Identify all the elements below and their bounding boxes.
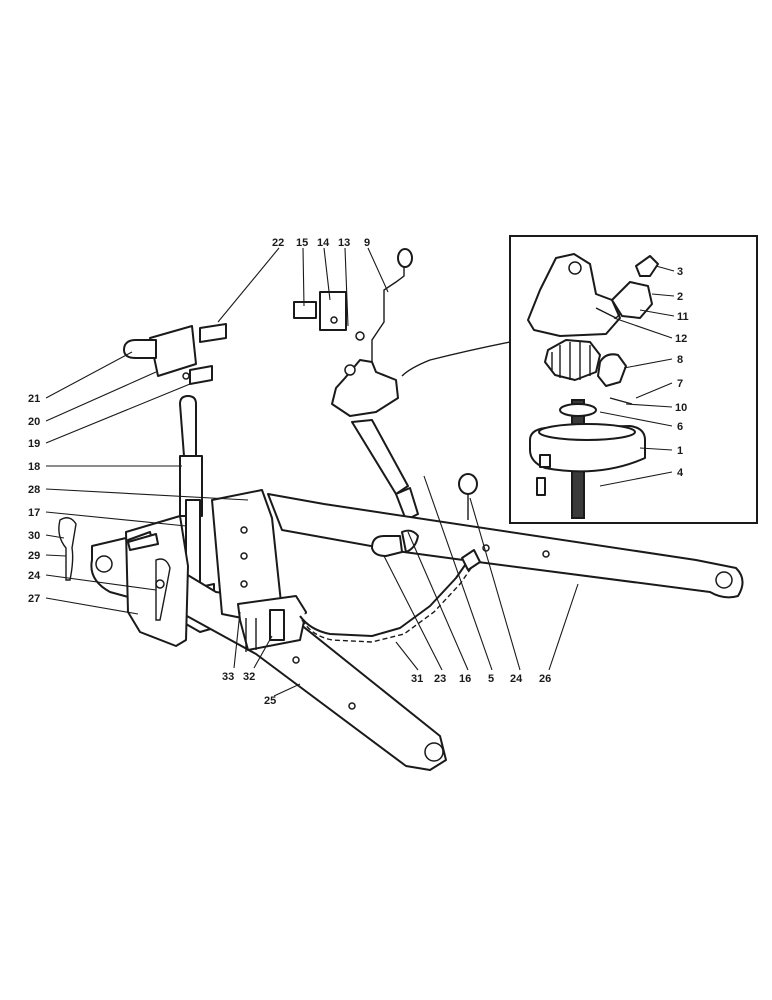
callout-7: 7 [677,378,683,390]
callout-20: 20 [28,416,40,428]
callout-24-right: 24 [510,673,523,685]
callout-23: 23 [434,673,446,685]
callout-16: 16 [459,673,471,685]
lift-rod-assembly [293,248,419,521]
callout-30: 30 [28,530,40,542]
right-lower-link [267,493,744,599]
callout-33: 33 [222,671,234,683]
levelling-box-detail [527,253,659,519]
callout-28: 28 [28,484,40,496]
callout-13: 13 [338,237,350,249]
callout-27: 27 [28,593,40,605]
linch-pins [127,473,478,557]
callout-labels: 3 2 11 12 8 7 10 6 1 4 22 15 14 13 9 21 … [28,237,689,707]
callout-9: 9 [364,237,370,249]
callout-24-left: 24 [28,570,41,582]
callout-31: 31 [411,673,423,685]
inset-leaders [599,265,675,487]
cable-link [401,341,511,377]
callout-15: 15 [296,237,308,249]
callout-14: 14 [317,237,330,249]
callout-25: 25 [264,695,276,707]
callout-11: 11 [677,311,689,323]
callout-26: 26 [539,673,551,685]
detail-inset-frame [509,235,758,524]
callout-10: 10 [675,402,687,414]
callout-12: 12 [675,333,687,345]
callout-18: 18 [28,461,40,473]
callout-19: 19 [28,438,40,450]
main-leaders [45,247,579,697]
callout-22: 22 [272,237,284,249]
callout-1: 1 [677,445,683,457]
check-chain [299,549,481,643]
callout-32: 32 [243,671,255,683]
callout-8: 8 [677,354,683,366]
callout-17: 17 [28,507,40,519]
callout-3: 3 [677,266,683,278]
callout-6: 6 [677,421,683,433]
callout-29: 29 [28,550,40,562]
callout-21: 21 [28,393,40,405]
center-bracket [211,489,307,652]
callout-2: 2 [677,291,683,303]
callout-5: 5 [488,673,494,685]
callout-4: 4 [677,467,684,479]
